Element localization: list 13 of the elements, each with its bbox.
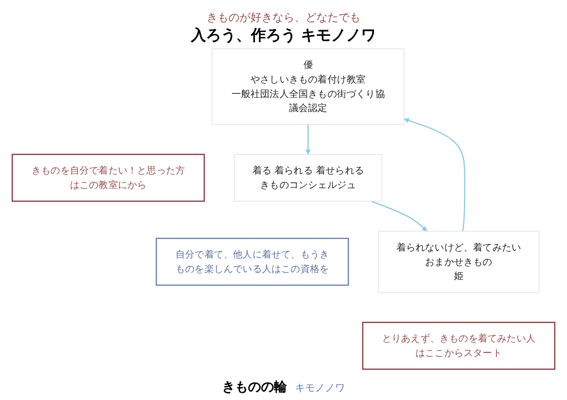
- node-box: きものを自分で着たい！と思った方はこの教室にから: [12, 154, 205, 202]
- node-box: 着られないけど、着てみたい おまかせきもの 姫: [378, 230, 540, 293]
- arrow: [305, 124, 311, 155]
- center-subtitle: キモノノワ: [295, 382, 345, 395]
- node-box: 着る 着られる 着せられる きものコンシェルジュ: [234, 154, 382, 202]
- node-box: 優 やさしいきもの着付け教室 一般社団法人全国きもの街づくり協議会認定: [212, 48, 404, 125]
- title: 入ろう、作ろう キモノノワ: [190, 26, 376, 45]
- center-label: きものの輪: [222, 379, 287, 396]
- arrow: [404, 118, 466, 232]
- tagline: きものが好きなら、どなたでも: [206, 10, 360, 25]
- node-box: 自分で着て、他人に着せて、もうきものを楽しんでいる人はこの資格を: [156, 238, 349, 286]
- arrow: [370, 200, 428, 232]
- node-box: とりあえず、きものを着てみたい人はここからスタート: [362, 322, 556, 370]
